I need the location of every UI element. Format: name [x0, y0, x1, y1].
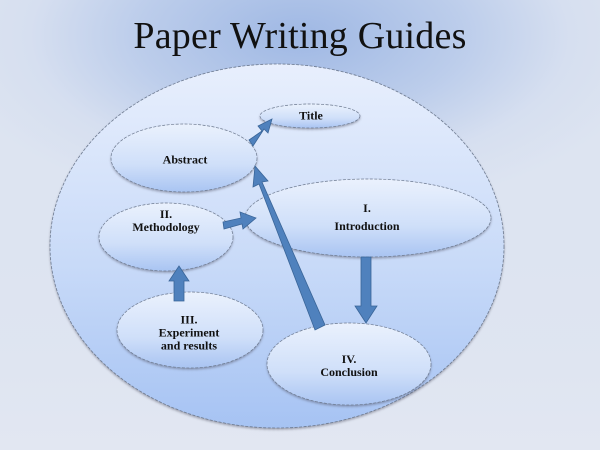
node-experiment-number: III. [180, 312, 198, 327]
node-abstract-label: Abstract [162, 152, 208, 167]
node-experiment-text-2: and results [160, 338, 218, 353]
node-introduction-label: I. Introduction [334, 199, 399, 235]
node-experiment-shape[interactable] [116, 291, 264, 369]
node-title-shape[interactable] [259, 103, 361, 129]
node-abstract-text: Abstract [162, 152, 208, 167]
arrow-conclusion-to-abstract-icon [252, 165, 326, 331]
node-conclusion-text: Conclusion [320, 365, 378, 379]
node-title-text: Title [299, 108, 323, 123]
node-title-label: Title [299, 108, 323, 123]
node-conclusion-label: IV. Conclusion [320, 353, 377, 379]
node-conclusion-number: IV. [341, 352, 357, 366]
arrow-methodology-to-introduction-icon [222, 211, 257, 230]
node-abstract-shape[interactable] [110, 123, 258, 193]
node-methodology-text: Methodology [132, 220, 200, 234]
node-introduction-text: Introduction [334, 219, 400, 233]
arrow-experiment-to-methodology-icon [168, 265, 190, 302]
node-introduction-number: I. [363, 201, 371, 215]
arrow-abstract-to-title-icon [248, 118, 273, 147]
node-methodology-label: II. Methodology [132, 208, 199, 234]
node-methodology-number: II. [159, 207, 173, 221]
slide-title: Paper Writing Guides [133, 15, 467, 57]
arrow-introduction-to-conclusion-icon [354, 256, 378, 324]
node-conclusion-shape[interactable] [266, 322, 432, 406]
node-methodology-shape[interactable] [98, 202, 234, 272]
node-experiment-label: III. Experiment and results [158, 312, 220, 353]
node-experiment-text-1: Experiment [158, 325, 220, 340]
